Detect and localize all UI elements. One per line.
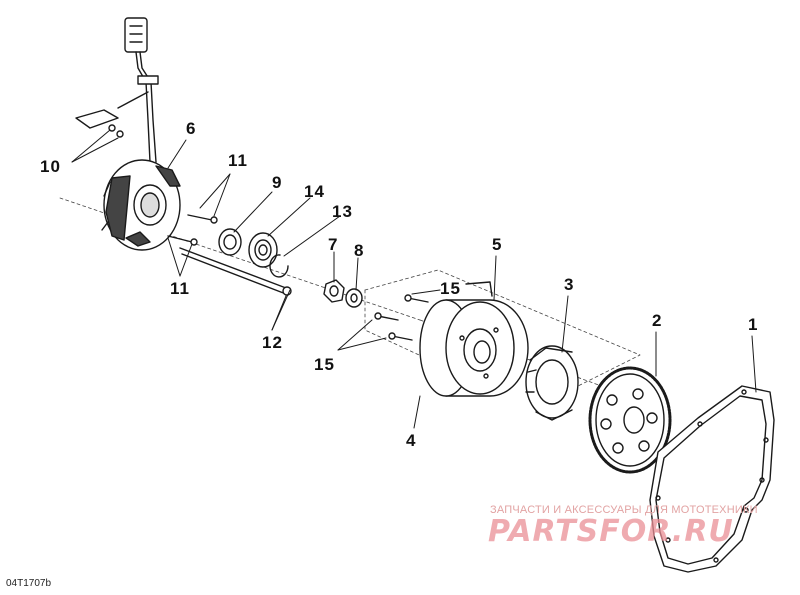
leader-lines — [71, 129, 757, 429]
cover-gasket — [649, 385, 775, 573]
watermark-tagline: ЗАПЧАСТИ И АКСЕССУАРЫ ДЛЯ МОТОТЕХНИКИ — [490, 504, 758, 516]
washer-8 — [345, 288, 363, 308]
pin-12 — [179, 247, 292, 296]
callout-11-upper: 11 — [228, 151, 248, 170]
nut-7 — [323, 279, 345, 303]
callout-15-lower: 15 — [314, 355, 335, 374]
starter-gear — [588, 366, 672, 474]
callout-9: 9 — [272, 173, 283, 192]
callout-10: 10 — [40, 157, 61, 176]
callout-3: 3 — [564, 275, 575, 294]
callout-14: 14 — [304, 182, 325, 201]
callout-8: 8 — [354, 241, 365, 260]
flywheel-rotor — [419, 281, 529, 397]
stator-harness — [75, 17, 159, 163]
callout-13: 13 — [332, 202, 353, 221]
callout-15-upper: 15 — [440, 279, 461, 298]
callout-6: 6 — [186, 119, 197, 138]
screws-10 — [108, 124, 124, 138]
callout-12: 12 — [262, 333, 283, 352]
callout-4: 4 — [406, 431, 417, 450]
reference-code: 04T1707b — [6, 578, 52, 589]
watermark-logo: PARTSFOR.RU — [488, 514, 734, 549]
bearing — [248, 232, 278, 268]
callout-11-lower: 11 — [170, 279, 190, 298]
callout-2: 2 — [652, 311, 663, 330]
callout-5: 5 — [492, 235, 503, 254]
callout-7: 7 — [328, 235, 339, 254]
callout-1: 1 — [748, 315, 759, 334]
starter-clutch — [525, 345, 579, 421]
stator — [101, 159, 181, 251]
oil-seal — [218, 228, 242, 256]
screws-15 — [374, 294, 429, 341]
circlip — [269, 254, 289, 278]
screws-11 — [167, 214, 218, 246]
